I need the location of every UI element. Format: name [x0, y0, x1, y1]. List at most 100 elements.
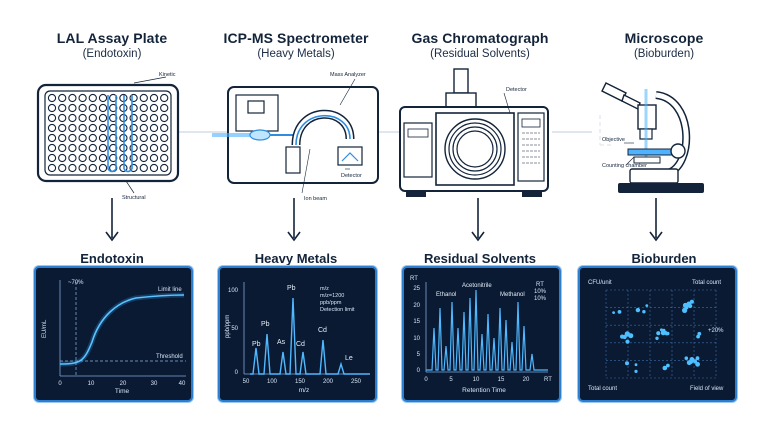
x-tick: 40 — [179, 381, 186, 387]
label-total-count-top: Total count — [692, 280, 721, 286]
well — [88, 93, 97, 103]
legend-item: m/z=1200 — [320, 293, 344, 299]
well — [47, 143, 57, 153]
x-tick: 150 — [295, 379, 306, 385]
instrument-subtitle: (Endotoxin) — [82, 48, 142, 60]
label-field-of-view: Field of view — [690, 386, 724, 392]
callout-structural: Structural — [122, 195, 146, 201]
well — [88, 143, 97, 153]
down-arrow-icon — [105, 198, 119, 242]
well — [98, 113, 108, 123]
column-endotoxin: LAL Assay Plate (Endotoxin) Kinetic Stru… — [16, 0, 208, 429]
y-axis-label: ppb/ppm — [225, 315, 231, 338]
colony-dot — [689, 357, 694, 362]
well — [139, 153, 148, 163]
well — [149, 103, 159, 113]
colony-dot — [659, 328, 663, 332]
well — [129, 133, 138, 143]
well — [68, 143, 77, 153]
legend-item: 10% — [534, 289, 547, 295]
well — [88, 163, 97, 173]
well — [98, 133, 108, 143]
endotoxin-kinetic-chart: ~70% Limit line Threshold EU/mL 0 10 20 … — [42, 280, 186, 395]
well — [58, 113, 67, 123]
x-tick: 10 — [88, 381, 95, 387]
label-total-count-bottom: Total count — [588, 386, 617, 392]
colony-dot — [656, 331, 661, 336]
colony-dot — [642, 310, 646, 314]
well — [78, 123, 87, 133]
down-arrow-icon — [649, 198, 663, 242]
well — [47, 103, 57, 113]
metric-title: Bioburden — [631, 251, 697, 266]
legend-item: 10% — [534, 296, 547, 302]
annotation-limit-line: Limit line — [158, 287, 182, 293]
callout-mass-analyzer: Mass Analyzer — [330, 72, 366, 78]
well — [88, 103, 97, 113]
column-bioburden: Microscope (Bioburden) Objective Countin… — [568, 0, 760, 429]
well — [78, 163, 87, 173]
colony-dot — [617, 310, 622, 314]
well — [149, 93, 159, 103]
colony-dot — [625, 331, 630, 337]
lal-plate-illustration: Kinetic Structural — [36, 72, 180, 201]
well — [139, 113, 148, 123]
well — [98, 93, 108, 103]
peak-label-ethanol: Ethanol — [436, 292, 456, 298]
peak-label: As — [277, 339, 286, 346]
colony-dot — [634, 363, 638, 367]
well — [68, 123, 77, 133]
well — [68, 113, 77, 123]
callout-detector: Detector — [506, 87, 527, 93]
well — [139, 93, 148, 103]
instrument-subtitle: (Heavy Metals) — [257, 48, 335, 60]
peak-label: Le — [345, 355, 353, 362]
well — [139, 143, 148, 153]
peak-label: Pb — [287, 285, 296, 292]
well — [88, 133, 97, 143]
colony-dot — [645, 304, 649, 307]
connector-line — [552, 131, 592, 133]
instrument-subtitle: (Residual Solvents) — [430, 48, 530, 60]
well — [68, 163, 77, 173]
well — [47, 113, 57, 123]
well — [58, 103, 67, 113]
well — [149, 143, 159, 153]
well — [78, 113, 87, 123]
colony-dot — [655, 336, 659, 340]
column-residual-solvents: Gas Chromatograph (Residual Solvents) De… — [384, 0, 576, 429]
x-tick: 0 — [424, 377, 428, 383]
well — [98, 103, 108, 113]
label-percent: +20% — [708, 328, 724, 334]
well — [47, 93, 57, 103]
well — [149, 163, 159, 173]
well — [68, 153, 77, 163]
y-tick: 5 — [417, 352, 421, 358]
colony-dot — [695, 356, 700, 361]
peak-label: Pb — [261, 321, 270, 328]
well — [149, 123, 159, 133]
colony-dot — [666, 363, 670, 368]
well — [88, 153, 97, 163]
x-tick: 15 — [498, 377, 505, 383]
well — [139, 163, 148, 173]
heavy-metals-spectrum-chart: 100 50 0 ppb/ppm Pb Pb As Pb Cd Cd Le m/… — [225, 282, 370, 394]
colony-dot — [625, 339, 630, 344]
y-tick: 50 — [231, 326, 238, 332]
well — [149, 133, 159, 143]
well — [160, 143, 169, 153]
well — [139, 103, 148, 113]
well — [58, 163, 67, 173]
well — [139, 123, 148, 133]
peak-label: Pb — [252, 341, 261, 348]
well — [68, 103, 77, 113]
x-tick: 250 — [351, 379, 362, 385]
well — [68, 133, 77, 143]
well — [149, 153, 159, 163]
colony-dot — [682, 307, 688, 313]
colony-dot — [620, 334, 625, 339]
x-axis-label: m/z — [299, 387, 309, 394]
colony-dot — [682, 302, 688, 308]
y-tick: 20 — [413, 303, 420, 309]
bioburden-chart-panel: CFU/unit Total count +20% Total count Fi… — [578, 266, 737, 402]
